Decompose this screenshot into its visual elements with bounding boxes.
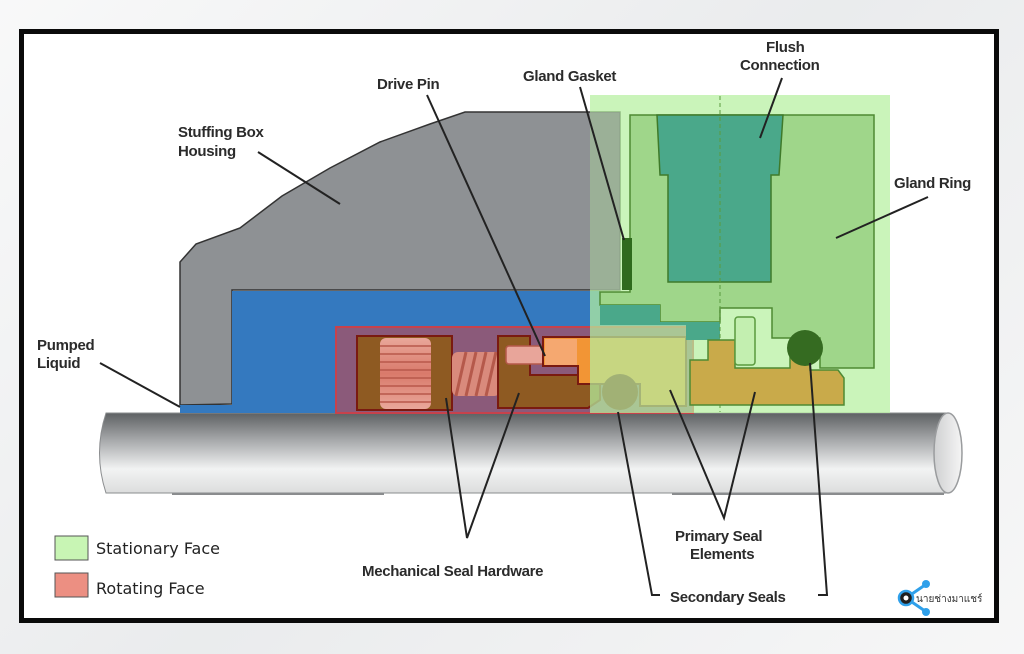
label-secondary-seals: Secondary Seals	[670, 589, 786, 606]
brand-name: นายช่างมาแชร์	[916, 593, 983, 605]
legend-label-rotating: Rotating Face	[96, 579, 205, 598]
gland-gasket	[622, 238, 632, 290]
label-gland-ring: Gland Ring	[894, 175, 971, 192]
label-mech-hardware: Mechanical Seal Hardware	[362, 563, 543, 580]
legend-label-stationary: Stationary Face	[96, 539, 220, 558]
legend-swatch-rotating	[54, 572, 89, 598]
leader-lines	[99, 77, 929, 596]
stuffing-box-housing	[179, 111, 621, 406]
label-primary-seal: Primary Seal	[675, 528, 762, 545]
brand-logo[interactable]: นายช่างมาแชร์	[897, 580, 983, 616]
legend: Stationary Face Rotating Face	[54, 535, 220, 598]
label-flush-2: Connection	[740, 57, 820, 74]
shaft-end	[933, 412, 963, 494]
label-gland-gasket: Gland Gasket	[523, 68, 616, 85]
label-stuffing-box-2: Housing	[178, 143, 236, 160]
anti-rotation-pin	[734, 316, 756, 366]
label-stuffing-box: Stuffing Box	[178, 124, 265, 141]
spring-coils	[380, 338, 431, 409]
label-pumped: Pumped	[37, 337, 95, 354]
shaft	[99, 412, 963, 495]
legend-swatch-stationary	[54, 535, 89, 561]
stationary-o-ring	[787, 330, 823, 366]
helical-spring	[452, 351, 500, 397]
label-drive-pin: Drive Pin	[377, 76, 439, 93]
label-flush: Flush	[766, 39, 805, 56]
label-pumped-2: Liquid	[37, 355, 80, 372]
flush-connection	[656, 114, 784, 283]
label-primary-seal-2: Elements	[690, 546, 754, 563]
